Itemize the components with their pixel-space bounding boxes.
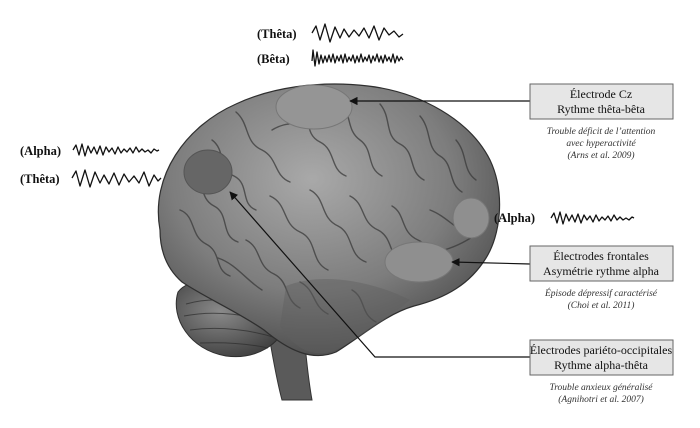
electrode-frontal-lower (384, 241, 454, 283)
frontal-citation-2: (Choi et al. 2011) (568, 300, 635, 311)
frontal-citation-1: Épisode dépressif caractérisé (544, 287, 658, 299)
box-frontal (529, 245, 674, 282)
box-parietal (529, 339, 674, 376)
box-cz-line2: Rythme thêta-bêta (557, 102, 645, 116)
electrodes (183, 84, 490, 283)
box-parietal-line1: Électrodes pariéto-occipitales (530, 343, 673, 357)
cz-citation-3: (Arns et al. 2009) (567, 150, 634, 161)
wave-labels: (Thêta) (Bêta) (Alpha) (Thêta) (Alpha) (20, 27, 535, 225)
arrow-parietal (229, 191, 530, 358)
alpha-wave-left (72, 143, 160, 157)
box-cz (529, 83, 674, 120)
temporal-lobe-shade (280, 278, 410, 354)
annotation-cz: Électrode Cz Rythme thêta-bêta Trouble d… (529, 83, 674, 161)
cz-citation-2: avec hyperactivité (566, 139, 636, 149)
box-frontal-line1: Électrodes frontales (553, 249, 649, 263)
annotation-frontal: Électrodes frontales Asymétrie rythme al… (529, 245, 674, 311)
wave-label-left-alpha: (Alpha) (20, 144, 61, 158)
beta-wave-top (311, 49, 404, 67)
brain-illustration (157, 83, 501, 401)
electrode-cz (275, 84, 353, 130)
electrode-parieto-occipital (183, 149, 233, 195)
eeg-waves (71, 23, 635, 225)
wave-label-top-theta: (Thêta) (257, 27, 297, 41)
alpha-wave-right (550, 211, 635, 225)
electrode-frontal-upper (452, 197, 490, 239)
parietal-citation-1: Trouble anxieux généralisé (549, 383, 653, 393)
box-parietal-line2: Rythme alpha-thêta (554, 358, 648, 372)
parietal-citation-2: (Agnihotri et al. 2007) (558, 394, 644, 405)
arrow-frontal (451, 257, 531, 267)
wave-label-top-beta: (Bêta) (257, 52, 290, 66)
theta-wave-left (71, 169, 162, 188)
annotation-parietal: Électrodes pariéto-occipitales Rythme al… (529, 339, 674, 405)
box-cz-line1: Électrode Cz (570, 87, 632, 101)
box-frontal-line2: Asymétrie rythme alpha (543, 264, 660, 278)
wave-label-left-theta: (Thêta) (20, 172, 60, 186)
theta-wave-top (311, 23, 404, 43)
connectors (229, 96, 531, 358)
cz-citation-1: Trouble déficit de l’attention (547, 126, 656, 137)
wave-label-right-alpha: (Alpha) (494, 211, 535, 225)
